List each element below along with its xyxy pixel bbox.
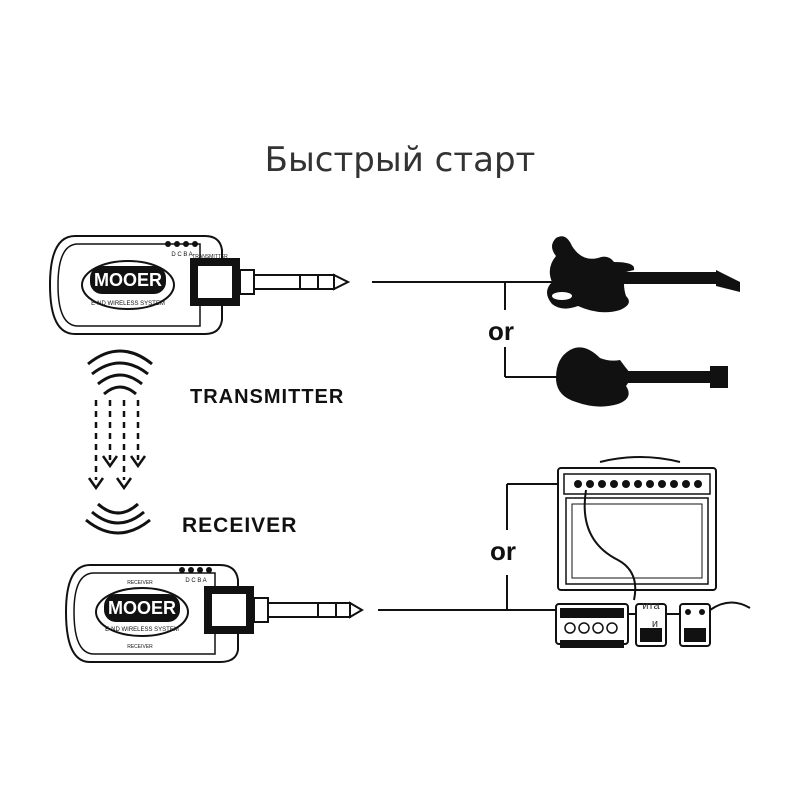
receiver-subtitle: E-ND WIRELESS SYSTEM [105, 627, 179, 633]
effects-pedal-multi-icon [555, 603, 629, 648]
receiver-brand: MOOER [108, 598, 176, 618]
signal-arrows [94, 400, 140, 480]
receiver-led-labels: D C B A [185, 578, 206, 584]
patch-cable [628, 601, 751, 615]
or-label-top: or [488, 316, 514, 346]
receiver-leds [179, 567, 212, 573]
stray-text-2: и [652, 618, 658, 630]
transmitter-label: TRANSMITTER [190, 386, 345, 408]
electric-guitar-bottom-icon [556, 347, 728, 407]
guitar-amplifier-icon [557, 456, 717, 601]
electric-guitar-top-icon [547, 236, 740, 313]
transmitter-led-labels: D C B A [171, 252, 192, 258]
effects-pedal-single-1-icon [635, 603, 667, 647]
wireless-signal-bottom-icon [85, 502, 151, 535]
wireless-signal-top-icon [87, 349, 153, 396]
receiver-device: MOOER E-ND WIRELESS SYSTEM RECEIVER RECE… [64, 564, 364, 663]
or-label-bottom: or [490, 536, 516, 566]
transmitter-brand: MOOER [94, 270, 162, 290]
transmitter-jack [253, 274, 335, 290]
receiver-top-text: RECEIVER [127, 580, 153, 586]
receiver-cable [378, 483, 560, 611]
transmitter-device: MOOER E-ND WIRELESS SYSTEM TRANSMITTER D… [48, 235, 351, 335]
transmitter-leds [165, 241, 198, 247]
receiver-jack [267, 602, 351, 618]
transmitter-cable [372, 281, 560, 378]
effects-pedal-single-2-icon [679, 603, 711, 647]
transmitter-top-text: TRANSMITTER [192, 254, 228, 260]
receiver-label: RECEIVER [182, 514, 298, 537]
page-title: Быстрый старт [264, 140, 536, 180]
transmitter-subtitle: E-ND WIRELESS SYSTEM [91, 301, 165, 307]
stray-text-1: ита [642, 600, 660, 612]
receiver-bottom-text: RECEIVER [127, 644, 153, 650]
